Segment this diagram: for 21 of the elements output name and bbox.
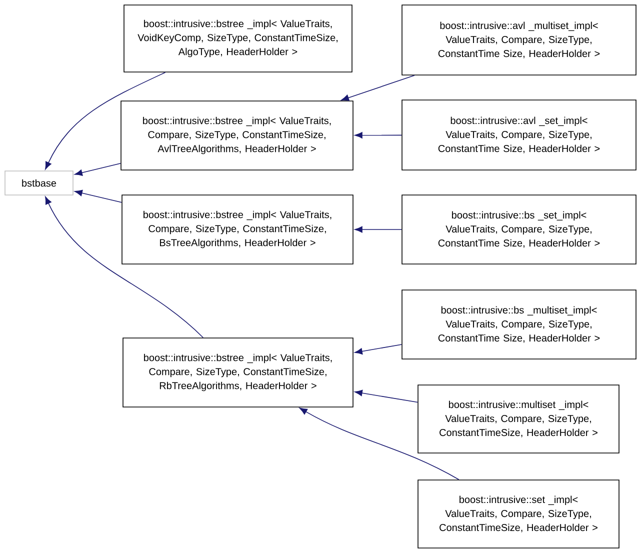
- inheritance-arrow: [74, 163, 121, 176]
- inheritance-arrow: [354, 390, 418, 403]
- inheritance-arrow: [45, 196, 204, 338]
- class-box: boost::intrusive::avl _multiset_impl< ValueTraits, Compare, SizeType, ConstantTime Size, HeaderHolder >: [402, 4, 636, 76]
- class-box: bstbase: [4, 170, 74, 196]
- class-box: boost::intrusive::bs _set_impl< ValueTraits, Compare, SizeType, ConstantTime Size, HeaderHolder >: [402, 194, 636, 264]
- class-box: boost::intrusive::bs _multiset_impl< ValueTraits, Compare, SizeType, ConstantTime Size, HeaderHolder >: [402, 290, 636, 360]
- inheritance-arrow: [45, 72, 166, 170]
- class-box: boost::intrusive::set _impl< ValueTraits, Compare, SizeType, ConstantTimeSize, HeaderHolder >: [418, 480, 620, 548]
- inheritance-arrow: [299, 408, 460, 480]
- class-box: boost::intrusive::bstree _impl< ValueTraits, VoidKeyComp, SizeType, ConstantTimeSize, AlgoType, HeaderHolder >: [124, 4, 352, 72]
- class-box: boost::intrusive::bstree _impl< ValueTraits, Compare, SizeType, ConstantTimeSize, AvlTreeAlgorithms, HeaderHolder >: [120, 100, 354, 170]
- inheritance-arrow: [354, 132, 402, 138]
- class-box: boost::intrusive::bstree _impl< ValueTraits, Compare, SizeType, ConstantTimeSize, RbTreeAlgorithms, HeaderHolder >: [122, 338, 354, 408]
- inheritance-arrow: [341, 75, 415, 101]
- inheritance-arrow: [354, 344, 402, 354]
- class-box: boost::intrusive::bstree _impl< ValueTraits, Compare, SizeType, ConstantTimeSize, BsTreeAlgorithms, HeaderHolder >: [122, 194, 354, 264]
- class-box: boost::intrusive::multiset _impl< ValueTraits, Compare, SizeType, ConstantTimeSize, HeaderHolder >: [418, 384, 620, 454]
- inheritance-arrow: [74, 190, 122, 203]
- class-box: boost::intrusive::avl _set_impl< ValueTraits, Compare, SizeType, ConstantTime Size, HeaderHolder >: [402, 100, 636, 170]
- inheritance-arrow: [354, 226, 402, 233]
